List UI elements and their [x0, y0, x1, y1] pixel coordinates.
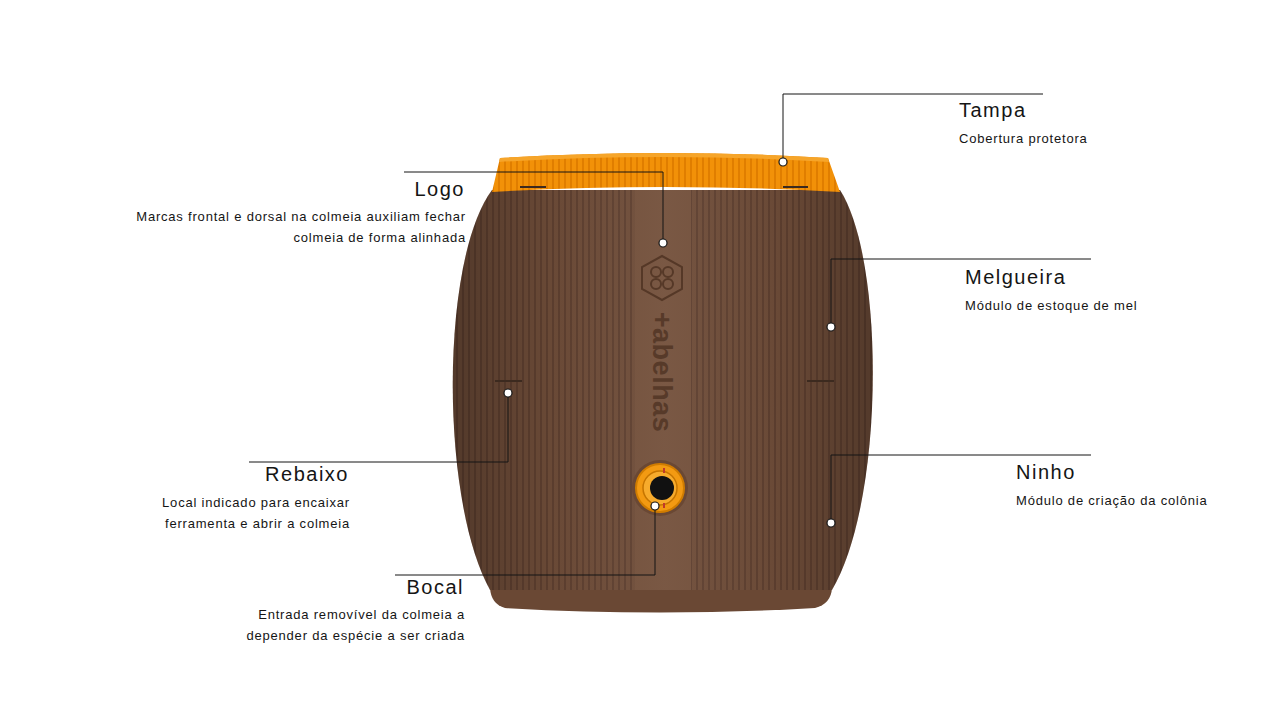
- part-name: Rebaixo: [265, 462, 349, 486]
- part-name: Tampa: [959, 98, 1027, 122]
- entrance-seat: [632, 460, 688, 516]
- leader-line: [395, 510, 655, 575]
- leader-dot: [827, 323, 835, 331]
- entrance-tick: [663, 503, 665, 508]
- hive-base: [490, 588, 832, 613]
- part-name: Bocal: [406, 575, 464, 599]
- leader-line: [831, 455, 1091, 519]
- logo-symbol: [642, 256, 682, 300]
- leader-dots: [504, 158, 835, 527]
- part-name: Logo: [415, 177, 466, 201]
- entrance-inner: [643, 471, 677, 505]
- leader-line: [831, 259, 1091, 323]
- leader-line: [783, 94, 1043, 158]
- body-shading: [440, 185, 890, 595]
- part-description: Marcas frontal e dorsal na colmeia auxil…: [121, 206, 466, 248]
- part-description: Local indicado para encaixar ferramenta …: [100, 492, 350, 534]
- part-name: Melgueira: [965, 265, 1066, 289]
- part-description: Módulo de estoque de mel: [965, 295, 1137, 316]
- leader-line: [249, 397, 508, 462]
- entrance-hole: [650, 476, 674, 500]
- part-description: Entrada removível da colmeia a depender …: [203, 604, 465, 646]
- leader-dot: [827, 519, 835, 527]
- leader-dot: [659, 239, 667, 247]
- recess-mark: [495, 380, 522, 382]
- recess-mark: [807, 380, 834, 382]
- part-description: Cobertura protetora: [959, 128, 1088, 149]
- entrance-ring: [636, 464, 684, 512]
- leader-dot: [504, 389, 512, 397]
- leader-dot: [779, 158, 787, 166]
- part-description: Módulo de criação da colônia: [1016, 490, 1208, 511]
- leader-line: [404, 172, 663, 239]
- mark: [783, 186, 808, 188]
- brand-text: +abelhas: [647, 312, 677, 432]
- part-name: Ninho: [1016, 460, 1076, 484]
- leader-lines: [249, 94, 1091, 575]
- entrance-tick: [663, 468, 665, 473]
- leader-dot: [651, 502, 659, 510]
- mark: [520, 186, 546, 188]
